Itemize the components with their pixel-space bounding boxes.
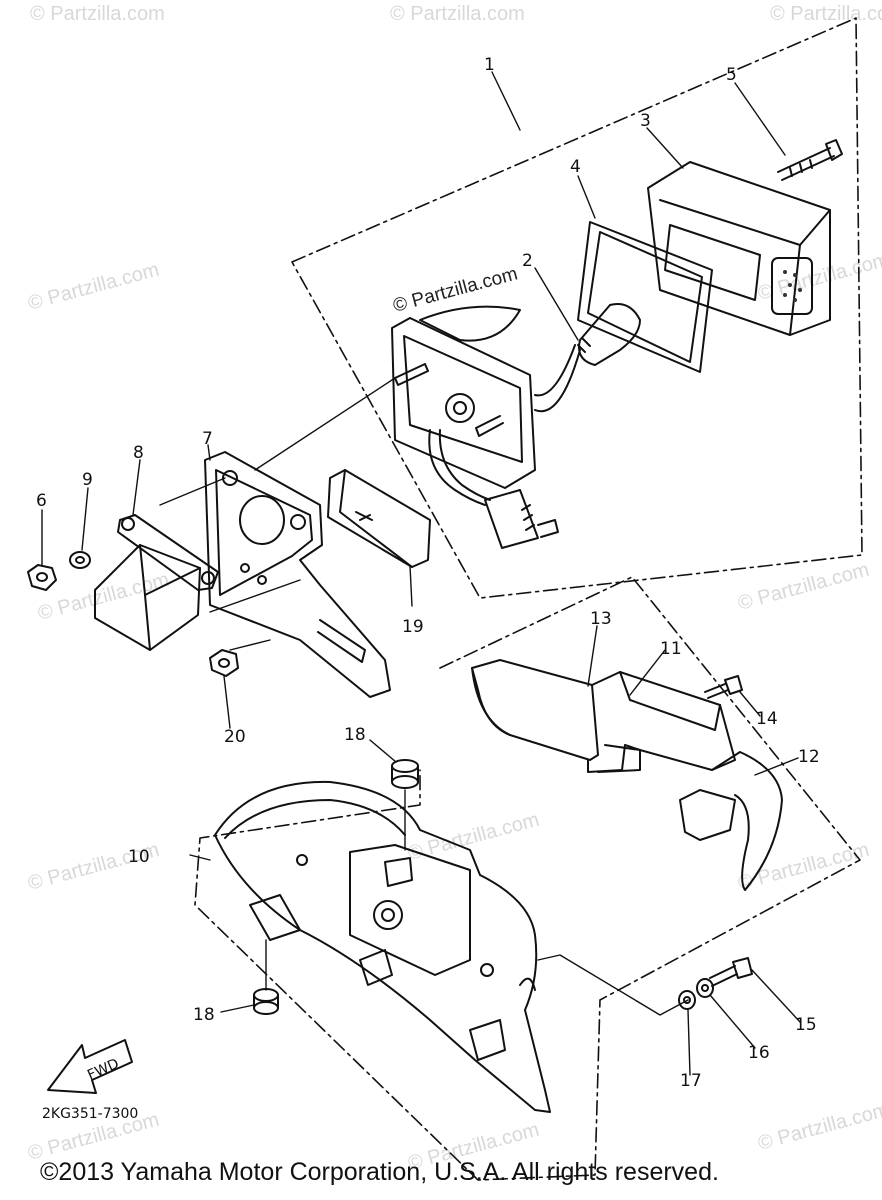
part-number-label: 12 — [798, 747, 820, 767]
bracket-plate — [117, 514, 219, 591]
lens-screw — [777, 139, 843, 181]
rear-fender-assembly-boundary — [194, 576, 861, 1181]
mounting-studs — [394, 363, 504, 437]
part-number-label: 20 — [224, 727, 246, 747]
watermark-text: © Partzilla.com — [30, 3, 165, 25]
rear-cover-center — [587, 671, 736, 773]
nut — [27, 564, 57, 591]
reflector — [327, 469, 431, 568]
part-number-label: 9 — [82, 470, 93, 490]
watermark-text: © Partzilla.com — [770, 3, 882, 25]
watermark-text: © Partzilla.com — [390, 3, 525, 25]
part-number-label: 15 — [795, 1015, 817, 1035]
copyright-notice: ©2013 Yamaha Motor Corporation, U.S.A. A… — [40, 1158, 719, 1186]
part-number-label: 2 — [522, 251, 533, 271]
grommet — [253, 988, 279, 1015]
group-boundaries — [194, 17, 863, 1181]
grommet — [391, 759, 419, 789]
part-number-label: 13 — [590, 609, 612, 629]
part-number-labels: 1 2 3 4 5 6 7 8 9 10 11 12 13 14 15 16 1… — [36, 55, 820, 1091]
part-number-label: 10 — [128, 847, 150, 867]
part-number-label: 5 — [726, 65, 737, 85]
taillight-base-plate — [391, 305, 581, 489]
cover-screw — [704, 675, 743, 699]
watermark-text: © Partzilla.com — [736, 559, 872, 615]
watermark-layer: © Partzilla.com © Partzilla.com © Partzi… — [26, 3, 882, 1175]
wire-harness — [428, 429, 559, 549]
part-number-label: 17 — [680, 1071, 702, 1091]
taillight-lens — [647, 161, 831, 336]
part-number-label: 4 — [570, 157, 581, 177]
part-number-label: 14 — [756, 709, 778, 729]
gasket — [577, 221, 713, 373]
fwd-label: FWD — [85, 1056, 121, 1084]
part-number-label: 18 — [344, 725, 366, 745]
watermark-text: © Partzilla.com — [756, 1099, 882, 1155]
part-number-label: 16 — [748, 1043, 770, 1063]
leader-lines — [41, 71, 801, 1076]
rear-cover-right — [679, 751, 783, 891]
license-bracket — [204, 451, 391, 698]
part-number-label: 18 — [193, 1005, 215, 1025]
washer — [69, 551, 91, 569]
part-number-label: 11 — [660, 639, 682, 659]
part-number-label: 19 — [402, 617, 424, 637]
fender-washer — [696, 978, 714, 998]
part-number-label: 1 — [484, 55, 495, 75]
rear-cover-left — [471, 659, 599, 761]
part-number-label: 7 — [202, 429, 213, 449]
watermark-text: © Partzilla.com — [736, 839, 872, 895]
nut — [209, 649, 239, 677]
watermark-text: © Partzilla.com — [26, 259, 162, 315]
forward-arrow-icon — [47, 1039, 133, 1094]
taillight-assembly-boundary — [291, 17, 863, 599]
part-number-label: 8 — [133, 443, 144, 463]
part-number-label: 6 — [36, 491, 47, 511]
fender-washer — [678, 990, 696, 1010]
watermark-text: © Partzilla.com — [756, 249, 882, 305]
rear-fender — [214, 780, 551, 1113]
diagram-code: 2KG351-7300 — [42, 1106, 138, 1122]
part-number-label: 3 — [640, 111, 651, 131]
fender-bolt — [709, 957, 753, 987]
